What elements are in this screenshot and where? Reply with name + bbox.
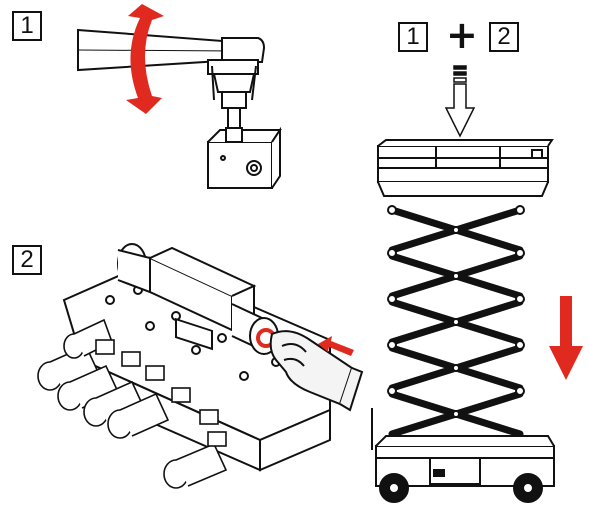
step-2-label: 2 — [12, 245, 42, 275]
hand-pump-illustration — [77, 28, 282, 189]
scissor-lift-illustration — [377, 139, 554, 197]
combo-plus-sign: + — [446, 13, 478, 57]
push-arrow-icon — [318, 336, 354, 356]
down-arrow-icon — [549, 296, 583, 380]
hand-illustration — [269, 330, 364, 412]
rotate-arrow-icon — [126, 4, 164, 114]
combo-step-2-label: 2 — [489, 22, 519, 52]
lift-wheels — [379, 473, 543, 503]
scissor-pivots — [387, 205, 525, 418]
combo-step-1-label: 1 — [398, 22, 428, 52]
valve-block-illustration — [37, 243, 331, 489]
step-1-label: 1 — [12, 11, 42, 41]
lower-direction-outline-arrow-icon — [444, 65, 476, 138]
